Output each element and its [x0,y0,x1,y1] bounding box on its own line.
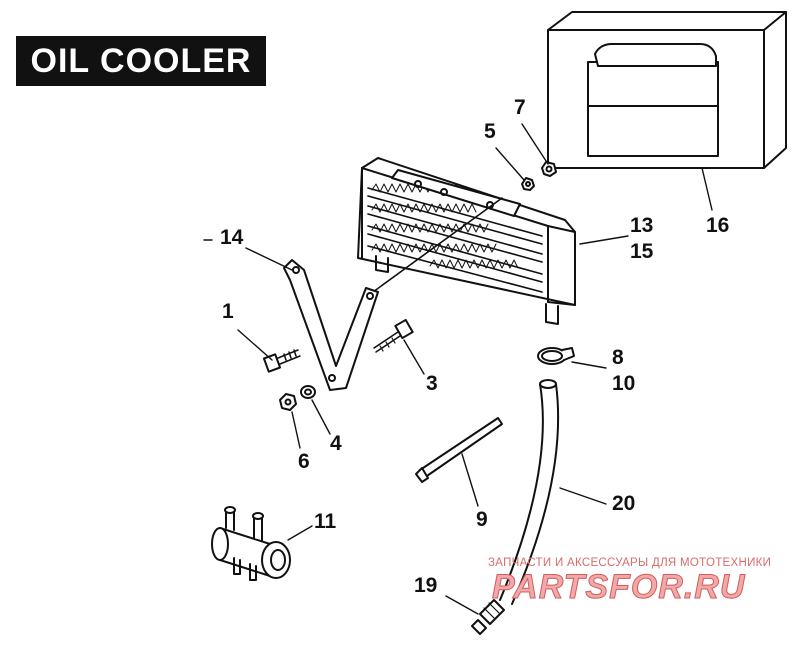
callout-3: 3 [426,372,438,395]
callout-9: 9 [476,508,488,531]
watermark-tagline: ЗАПЧАСТИ И АКСЕССУАРЫ ДЛЯ МОТОТЕХНИКИ [488,557,772,569]
callout-7: 7 [514,96,526,119]
page-title: OIL COOLER [16,36,266,86]
callout-20: 20 [612,492,636,515]
part-8-hose-clamp [537,347,575,365]
callout-13: 13 [630,214,654,237]
cooler-fins [367,187,543,293]
part-20-hose [499,379,560,605]
part-16-cover [547,11,787,169]
part-9-rod [415,417,503,483]
callout-19: 19 [414,574,438,597]
callout-15: 15 [630,240,654,263]
leader-lines [203,123,713,615]
part-4-washer [300,385,316,399]
part-1-bolt [262,349,301,373]
callout-14: 14 [220,226,244,249]
part-6-nut [279,393,297,411]
part-19-fitting [471,599,505,635]
part-11-thermostat [211,506,291,581]
part-5-nut [521,177,535,191]
part-14-bracket [283,259,379,391]
part-3-bolt [373,318,414,353]
callout-1: 1 [222,300,234,323]
callout-6: 6 [298,450,310,473]
callout-5: 5 [484,120,496,143]
part-7-cap-nut [541,161,557,177]
callout-10: 10 [612,372,636,395]
callout-11: 11 [314,510,337,533]
callout-8: 8 [612,346,624,369]
part-13-oil-cooler [357,157,576,325]
watermark-logo: PARTSFOR.RU [491,568,746,607]
callout-4: 4 [330,432,342,455]
mounting-strap-line [361,197,503,301]
callout-16: 16 [706,214,730,237]
